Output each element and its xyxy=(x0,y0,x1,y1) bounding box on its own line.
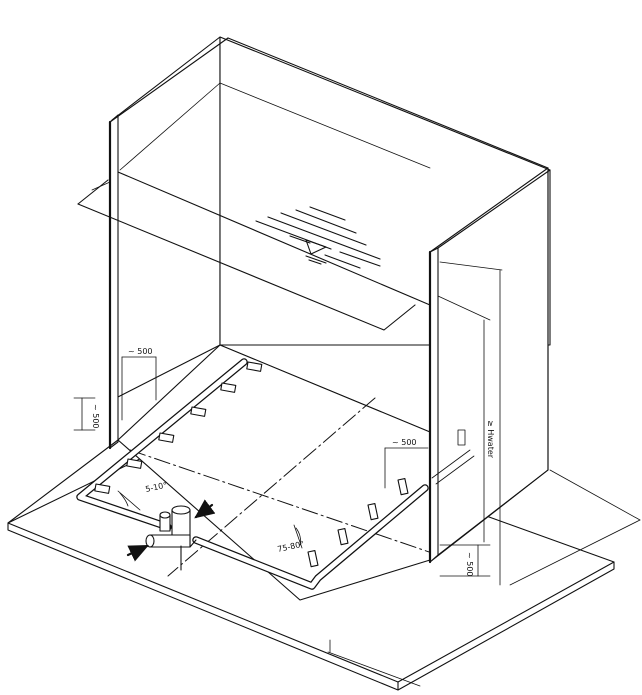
water-level-lines xyxy=(255,206,381,269)
water-level-triangle-icon xyxy=(305,239,327,255)
right-height-label: ~ 500 xyxy=(465,552,474,577)
nozzle xyxy=(246,361,263,372)
nozzles-right xyxy=(307,477,409,568)
nozzle xyxy=(307,549,319,568)
nozzle xyxy=(397,477,409,496)
arrow-icon xyxy=(194,499,216,519)
water-plane xyxy=(77,171,431,331)
right-dimension: ~ 500 ~ 500 xyxy=(384,438,491,577)
left-height-label: ~ 500 xyxy=(91,404,100,429)
left-dimension: ~ 500 ~ 500 xyxy=(73,347,157,431)
nozzle xyxy=(190,406,207,417)
flow-arrows xyxy=(126,499,216,562)
manifold-tee xyxy=(145,505,197,571)
nozzle xyxy=(158,432,175,443)
nozzle xyxy=(94,483,111,494)
water-depth-label: ≥ Hwater xyxy=(486,420,495,459)
left-wall xyxy=(108,37,549,450)
left-offset-label: ~ 500 xyxy=(128,347,153,356)
nozzle xyxy=(337,527,349,546)
wall-inlet-ghost xyxy=(431,429,475,485)
right-wall xyxy=(428,167,551,564)
right-offset-label: ~ 500 xyxy=(392,438,417,447)
ground-dimension-lines xyxy=(327,469,641,687)
nozzle xyxy=(126,458,143,469)
nozzles-left xyxy=(94,361,263,494)
arrow-icon xyxy=(126,544,149,562)
water-depth-dimension: ≥ Hwater xyxy=(437,261,503,586)
nozzle xyxy=(220,382,237,393)
pipe-manifold xyxy=(76,358,429,590)
nozzle xyxy=(367,502,379,521)
